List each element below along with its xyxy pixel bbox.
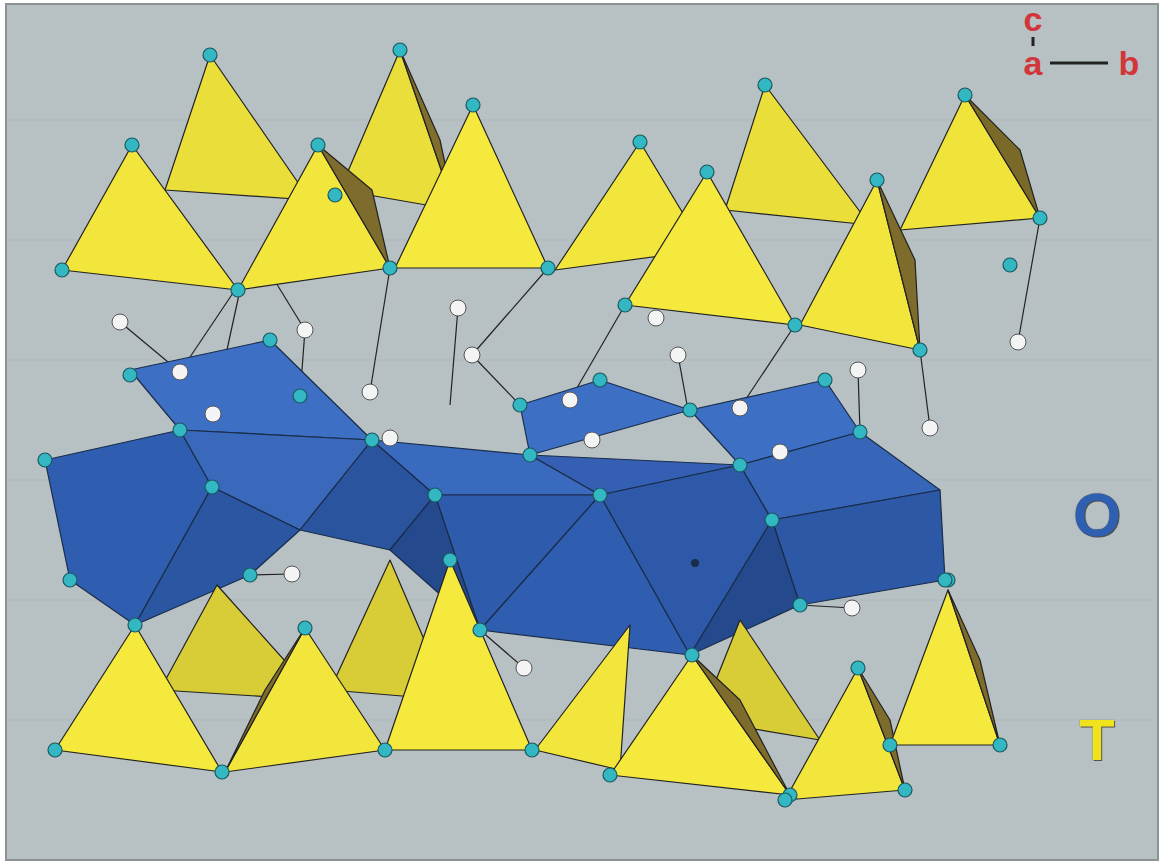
layer-label: T bbox=[1079, 711, 1114, 769]
layer-label: O bbox=[1073, 484, 1121, 546]
axis-label: c bbox=[1024, 2, 1043, 36]
axis-label: b bbox=[1119, 46, 1140, 80]
axis-label: a bbox=[1024, 46, 1043, 80]
